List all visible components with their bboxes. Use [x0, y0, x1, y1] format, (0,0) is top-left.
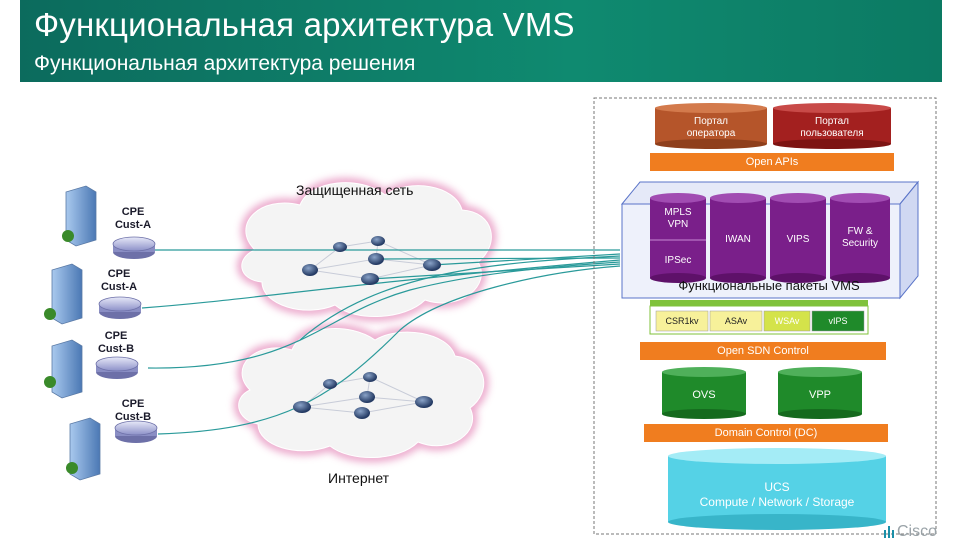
building-icon-2 [44, 263, 83, 325]
operator-portal-cylinder [655, 103, 767, 149]
infra-label: UCS Compute / Network / Storage [668, 480, 886, 510]
portal-label-line: Портал [694, 116, 728, 127]
vpp-label: VPP [808, 389, 831, 401]
cisco-logo-icon [884, 526, 894, 538]
package-label-line: VPN [667, 219, 689, 230]
package-label-line: Security [841, 238, 879, 249]
user-portal-cylinder [773, 103, 891, 149]
vpp-cylinder [778, 367, 862, 419]
portal-label-line: Портал [815, 116, 849, 127]
page-title: Функциональная архитектура VMS [34, 6, 575, 43]
packages-caption: Функциональные пакеты VMS [678, 278, 860, 293]
ovs-cylinder [662, 367, 746, 419]
cpe-customer-label: Cust-B [97, 343, 135, 355]
cpe-customer-label: Cust-B [114, 411, 152, 423]
cpe-label-line: CPE [104, 330, 128, 342]
user-portal-label: Портал пользователя [778, 116, 886, 140]
cpe-label-line: CPE [121, 206, 145, 218]
package-label-line: MPLS [664, 207, 692, 218]
package-label-line: FW & [847, 226, 873, 237]
cpe-customer-label: Cust-A [100, 281, 138, 293]
cpe-label-1: CPE Cust-A [98, 206, 168, 232]
title-banner: Функциональная архитектура VMS Функциона… [20, 0, 942, 82]
portal-label-line: оператора [686, 128, 736, 139]
sdn-control-bar [640, 342, 886, 360]
open-apis-label: Open APIs [745, 156, 799, 168]
package-ipsec: IPSec [664, 255, 692, 266]
vnf-csr1kv: CSR1kv [665, 316, 699, 326]
vnf-asav: ASAv [724, 316, 748, 326]
router-icon-2 [98, 296, 142, 319]
cpe-label-4: CPE Cust-B [98, 398, 168, 424]
infra-label-line: Compute / Network / Storage [699, 495, 855, 509]
cpe-label-line: CPE [107, 268, 131, 280]
page-subtitle: Функциональная архитектура решения [34, 52, 416, 75]
connection-lines [141, 249, 621, 435]
open-apis-bar [650, 153, 894, 171]
vms-container [593, 97, 937, 535]
package-mpls-vpn: MPLS VPN [652, 207, 704, 231]
vnf-wsav: WSAv [774, 316, 800, 326]
infra-cylinder [668, 448, 886, 530]
package-fw-security: FW & Security [832, 226, 888, 250]
operator-portal-label: Портал оператора [662, 116, 760, 140]
building-icon-1 [62, 185, 97, 247]
protected-network-label: Защищенная сеть [296, 182, 414, 198]
router-icon-1 [112, 236, 156, 259]
package-vips: VIPS [786, 234, 810, 245]
cpe-label-3: CPE Cust-B [81, 330, 151, 356]
cpe-label-line: CPE [121, 398, 145, 410]
cpe-label-2: CPE Cust-A [84, 268, 154, 294]
building-icon-3 [44, 339, 83, 399]
sdn-control-label: Open SDN Control [717, 345, 809, 357]
portal-label-line: пользователя [800, 128, 864, 139]
domain-control-label: Domain Control (DC) [714, 427, 818, 439]
router-icon-3 [95, 356, 139, 379]
infra-label-line: UCS [764, 480, 790, 494]
building-icon-4 [66, 417, 101, 481]
internet-label: Интернет [328, 470, 390, 486]
network-nodes [293, 236, 441, 419]
vnf-boxes [649, 300, 869, 335]
ovs-label: OVS [692, 389, 716, 401]
cpe-customer-label: Cust-A [114, 219, 152, 231]
vnf-vips: vIPS [828, 316, 848, 326]
router-icon-4 [114, 420, 158, 443]
domain-control-bar [644, 424, 888, 442]
watermark-text: Cisco [897, 523, 938, 540]
package-cylinders [650, 193, 890, 283]
package-iwan: IWAN [725, 234, 751, 245]
